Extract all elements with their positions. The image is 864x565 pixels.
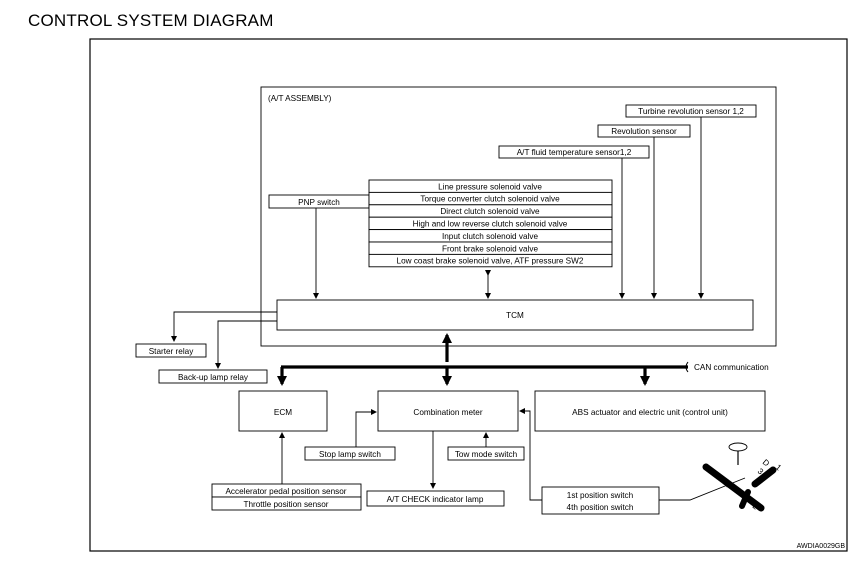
position-switch-4-label: 4th position switch [567, 503, 634, 512]
assembly-label: (A/T ASSEMBLY) [268, 94, 332, 103]
can-bus-break [685, 361, 689, 373]
stop-lamp-arrow [355, 409, 377, 447]
tcm-label: TCM [506, 311, 524, 320]
solenoid-valve-label: High and low reverse clutch solenoid val… [413, 220, 568, 229]
shift-lever-icon: P R N D 3 1 2 [702, 442, 784, 512]
combination-meter-box [377, 390, 519, 432]
shift-label: 3 [756, 467, 766, 477]
position-switch-arrow [519, 408, 542, 501]
tow-mode-switch-label: Tow mode switch [455, 450, 518, 459]
pnp-switch-label: PNP switch [298, 198, 340, 207]
figure-code: AWDIA0029GB [797, 543, 846, 550]
page-title: CONTROL SYSTEM DIAGRAM [28, 11, 274, 30]
solenoid-valve-list: Line pressure solenoid valve Torque conv… [368, 179, 613, 268]
shift-label: D [761, 458, 771, 469]
shift-label: P [702, 463, 712, 474]
solenoid-valve-label: Direct clutch solenoid valve [440, 207, 540, 216]
starter-relay-label: Starter relay [149, 347, 194, 356]
at-check-lamp-box [366, 490, 505, 507]
shift-label: R [712, 471, 722, 482]
ecm-label: ECM [274, 408, 292, 417]
ecm-box [238, 390, 328, 432]
revolution-sensor-box [597, 124, 691, 138]
starter-relay-box [135, 343, 207, 358]
accel-sensor-label: Accelerator pedal position sensor [225, 487, 346, 496]
at-assembly-boundary [260, 86, 777, 347]
fluid-temp-sensor-box [498, 145, 650, 159]
shift-label: 1 [774, 463, 784, 473]
revolution-sensor-label: Revolution sensor [611, 127, 677, 136]
can-communication-label: CAN communication [694, 363, 769, 372]
solenoid-valve-label: Torque converter clutch solenoid valve [420, 195, 560, 204]
backup-lamp-relay-label: Back-up lamp relay [178, 373, 249, 382]
shift-label: 2 [751, 502, 761, 512]
throttle-sensor-label: Throttle position sensor [243, 500, 328, 509]
starter-relay-arrow [171, 311, 277, 342]
tcm-box [276, 299, 754, 331]
stop-lamp-switch-label: Stop lamp switch [319, 450, 381, 459]
backup-lamp-relay-arrow [215, 320, 277, 369]
fluid-temp-sensor-label: A/T fluid temperature sensor1,2 [517, 148, 632, 157]
turbine-sensor-label: Turbine revolution sensor 1,2 [638, 107, 744, 116]
position-switch-box [541, 486, 660, 515]
abs-unit-label: ABS actuator and electric unit (control … [572, 408, 728, 417]
solenoid-valve-row [368, 253, 613, 268]
throttle-sensor-box [211, 496, 362, 511]
turbine-sensor-box [625, 104, 757, 118]
at-check-lamp-label: A/T CHECK indicator lamp [387, 495, 484, 504]
solenoid-valve-label: Line pressure solenoid valve [438, 182, 542, 191]
solenoid-valve-label: Front brake solenoid valve [442, 244, 538, 253]
solenoid-valve-label: Low coast brake solenoid valve, ATF pres… [397, 257, 584, 266]
stop-lamp-switch-box [304, 446, 396, 461]
diagram-frame [89, 38, 848, 552]
shift-label: N [722, 479, 732, 490]
solenoid-valve-label: Input clutch solenoid valve [442, 232, 538, 241]
backup-lamp-relay-box [158, 369, 268, 384]
abs-unit-box [534, 390, 766, 432]
combination-meter-label: Combination meter [413, 408, 482, 417]
position-switch-1-label: 1st position switch [567, 491, 634, 500]
